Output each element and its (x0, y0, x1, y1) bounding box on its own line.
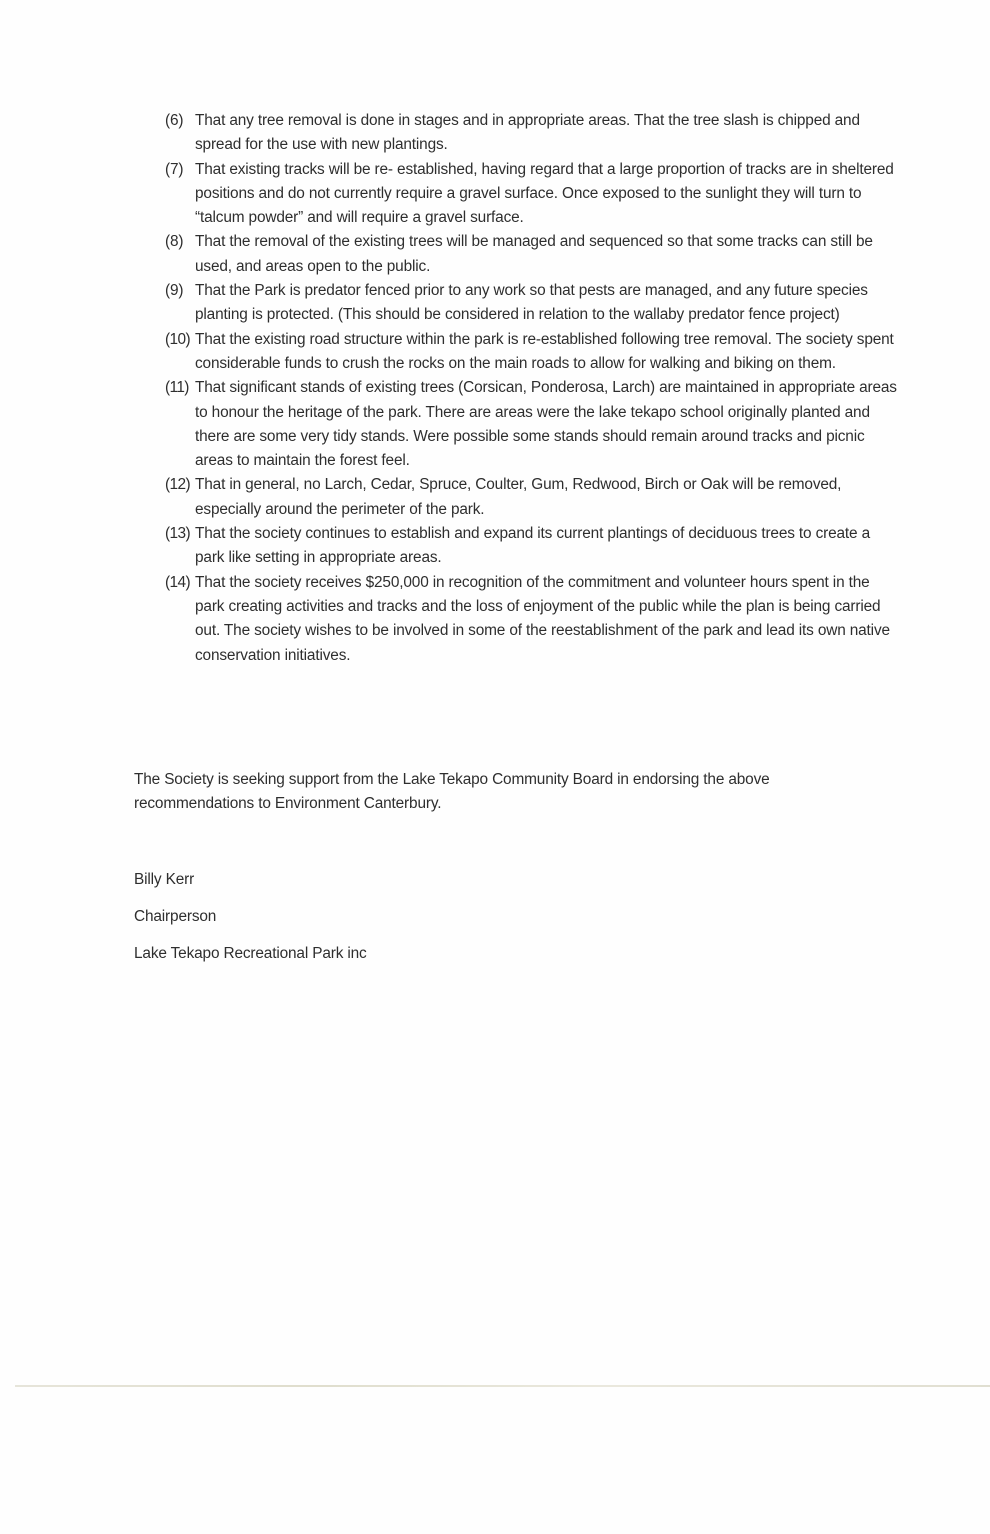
closing-paragraph: The Society is seeking support from the … (134, 771, 770, 813)
recommendation-item: (7) That existing tracks will be re- est… (165, 158, 900, 231)
recommendation-item: (8) That the removal of the existing tre… (165, 230, 900, 279)
item-text: That the society receives $250,000 in re… (195, 573, 890, 664)
recommendation-item: (14) That the society receives $250,000 … (165, 571, 900, 668)
recommendation-item: (10) That the existing road structure wi… (165, 328, 900, 377)
item-text: That the existing road structure within … (195, 330, 894, 372)
item-number: (14) (165, 573, 191, 591)
recommendation-item: (11) That significant stands of existing… (165, 376, 900, 473)
item-text: That significant stands of existing tree… (195, 379, 897, 470)
signature-organization: Lake Tekapo Recreational Park inc (134, 945, 367, 962)
item-text: That the removal of the existing trees w… (195, 233, 873, 275)
signature-title: Chairperson (134, 908, 217, 925)
item-number: (6) (165, 112, 184, 129)
item-text: That any tree removal is done in stages … (195, 112, 860, 154)
recommendations-list: (6) That any tree removal is done in sta… (165, 109, 900, 668)
recommendation-item: (13) That the society continues to estab… (165, 522, 900, 571)
page-divider-line (15, 1385, 990, 1387)
item-number: (8) (165, 233, 184, 251)
recommendation-item: (9) That the Park is predator fenced pri… (165, 279, 900, 328)
recommendation-item: (6) That any tree removal is done in sta… (165, 109, 900, 158)
item-number: (13) (165, 525, 191, 543)
recommendation-item: (12) That in general, no Larch, Cedar, S… (165, 473, 900, 522)
item-number: (12) (165, 476, 191, 494)
item-number: (9) (165, 282, 184, 300)
item-text: That the society continues to establish … (195, 525, 870, 567)
item-number: (10) (165, 330, 191, 348)
item-text: That existing tracks will be re- establi… (195, 160, 894, 227)
item-text: That in general, no Larch, Cedar, Spruce… (195, 476, 842, 518)
item-text: That the Park is predator fenced prior t… (195, 282, 868, 324)
signature-name: Billy Kerr (134, 871, 195, 888)
item-number: (7) (165, 160, 184, 178)
item-number: (11) (165, 379, 189, 397)
